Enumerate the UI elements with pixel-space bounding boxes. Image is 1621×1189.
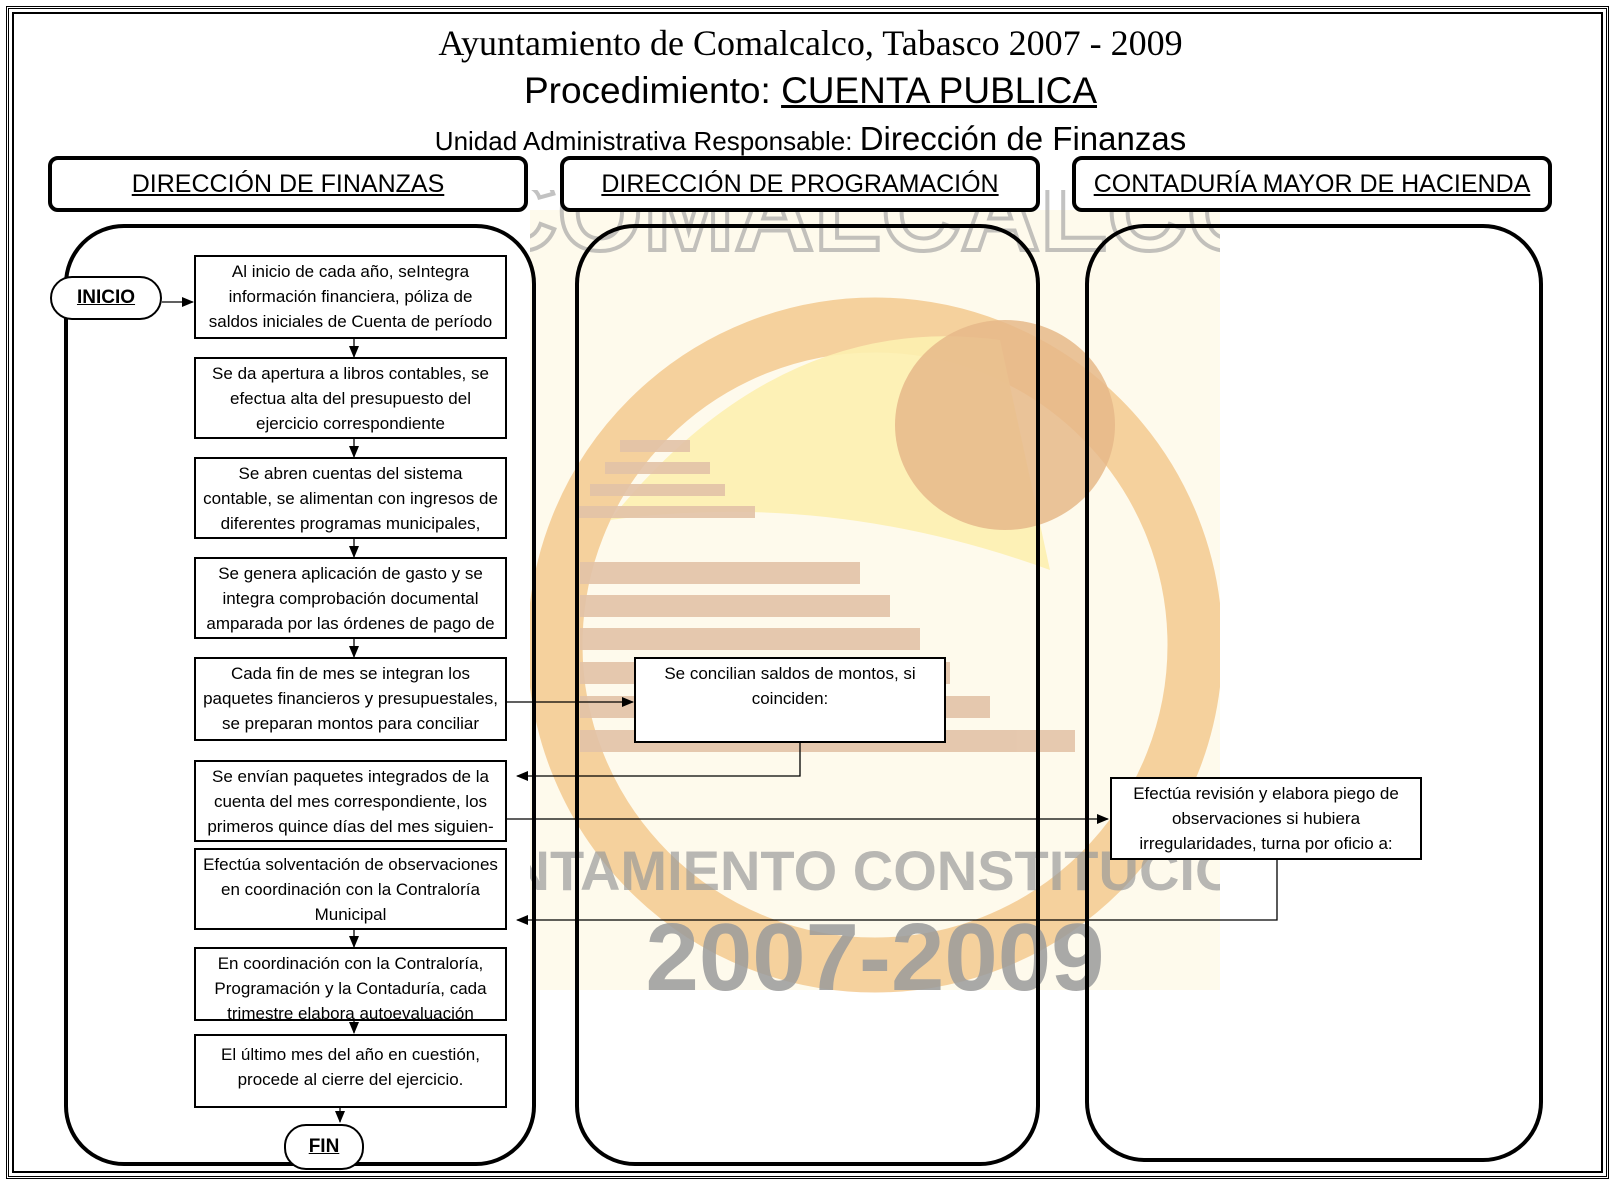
procedure-prefix: Procedimiento:: [523, 70, 782, 111]
step-3: Se abren cuentas del sistema contable, s…: [194, 457, 507, 539]
watermark-years: 2007-2009: [645, 904, 1104, 1011]
arrow-contaduria-step7: [516, 860, 1278, 925]
responsible-unit: Unidad Administrativa Responsable: Direc…: [0, 120, 1621, 158]
arrow-programacion-step6: [516, 742, 801, 781]
contaduria-step: Efectúa revisión y elabora piego de obse…: [1110, 777, 1422, 860]
step-6: Se envían paquetes integrados de la cuen…: [194, 760, 507, 842]
step-2: Se da apertura a libros contables, se ef…: [194, 357, 507, 439]
step-5: Cada fin de mes se integran los paquetes…: [194, 657, 507, 741]
page-title: Ayuntamiento de Comalcalco, Tabasco 2007…: [438, 23, 1183, 63]
procedure-name: CUENTA PUBLICA: [781, 70, 1098, 111]
watermark-brown-sun: [895, 320, 1115, 530]
responsible-unit-name: Dirección de Finanzas: [859, 120, 1187, 157]
procedure-title: Procedimiento: CUENTA PUBLICA: [0, 70, 1621, 112]
lane-body-contaduria: [1085, 224, 1543, 1162]
lane-body-programacion: [575, 224, 1040, 1166]
start-terminal: INICIO: [50, 276, 162, 320]
step-9: El último mes del año en cuestión, proce…: [194, 1034, 507, 1108]
responsible-unit-prefix: Unidad Administrativa Responsable:: [434, 126, 860, 156]
lane-header-finanzas: DIRECCIÓN DE FINANZAS: [48, 156, 528, 212]
step-1: Al inicio de cada año, seIntegra informa…: [194, 255, 507, 339]
step-4: Se genera aplicación de gasto y se integ…: [194, 557, 507, 639]
lane-header-programacion: DIRECCIÓN DE PROGRAMACIÓN: [560, 156, 1040, 212]
inner-frame: [12, 12, 1603, 1173]
watermark-arc-text: AYUNTAMIENTO CONSTITUCIONAL: [530, 839, 1220, 902]
watermark-ring: [530, 297, 1220, 993]
programacion-step: Se concilian saldos de montos, si coinci…: [634, 657, 946, 743]
lane-header-contaduria: CONTADURÍA MAYOR DE HACIENDA: [1072, 156, 1552, 212]
step-8: En coordinación con la Contraloría, Prog…: [194, 947, 507, 1021]
outer-frame: [6, 6, 1609, 1179]
step-7: Efectúa solventación de observaciones en…: [194, 848, 507, 930]
end-terminal: FIN: [284, 1124, 364, 1170]
